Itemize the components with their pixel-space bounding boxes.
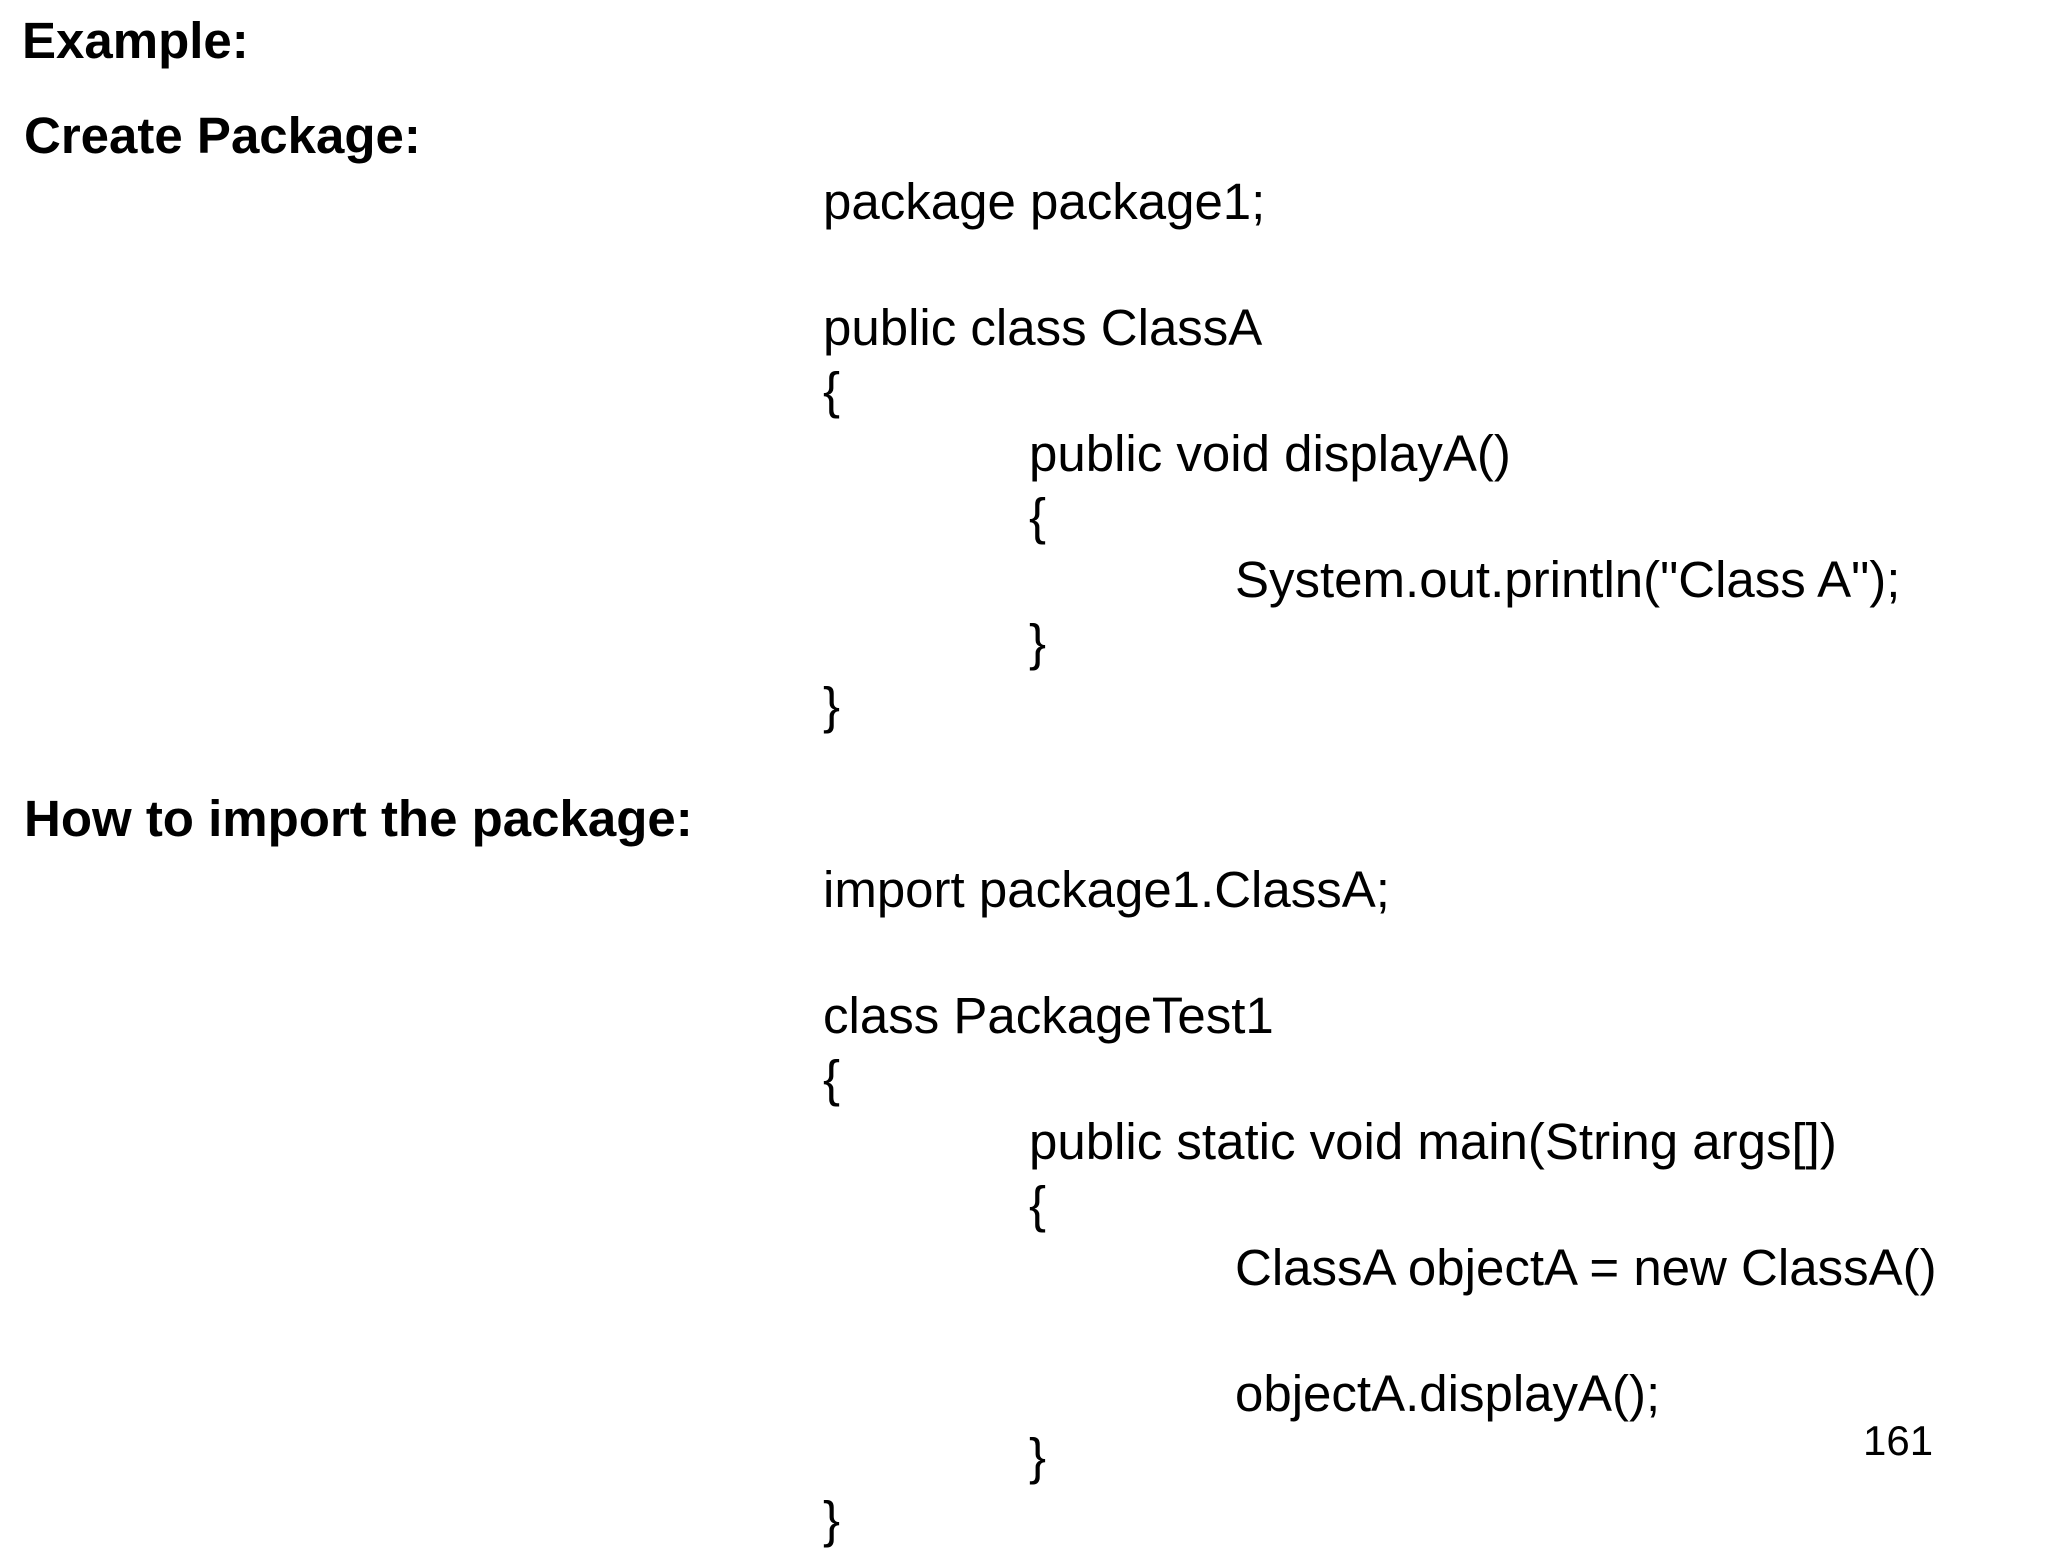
page-number: 161	[1863, 1417, 1934, 1464]
code-line: {	[823, 362, 841, 419]
code-line: }	[823, 1491, 841, 1548]
code-line: }	[823, 677, 841, 734]
code-line	[823, 1299, 1937, 1362]
code-line	[823, 233, 1900, 296]
code-line: public static void main(String args[])	[1029, 1113, 1837, 1170]
code-line: {	[1029, 488, 1047, 545]
code-line: class PackageTest1	[823, 987, 1274, 1044]
heading-create-package: Create Package:	[24, 107, 421, 164]
code-line: {	[1029, 1176, 1047, 1233]
code-block-import-package: import package1.ClassA; class PackageTes…	[823, 858, 1937, 1551]
heading-how-to-import-package: How to import the package:	[24, 790, 693, 847]
code-line: ClassA objectA = new ClassA()	[1235, 1239, 1937, 1296]
code-line: public void displayA()	[1029, 425, 1511, 482]
code-line: objectA.displayA();	[1235, 1365, 1661, 1422]
heading-example: Example:	[22, 12, 249, 69]
code-line: }	[1029, 1428, 1047, 1485]
code-line: }	[1029, 614, 1047, 671]
code-line: import package1.ClassA;	[823, 861, 1390, 918]
code-line: package package1;	[823, 173, 1266, 230]
code-block-create-package: package package1; public class ClassA { pu…	[823, 170, 1900, 737]
code-line	[823, 921, 1937, 984]
code-line: public class ClassA	[823, 299, 1263, 356]
code-line: System.out.println("Class A");	[1235, 551, 1901, 608]
code-line: {	[823, 1050, 841, 1107]
